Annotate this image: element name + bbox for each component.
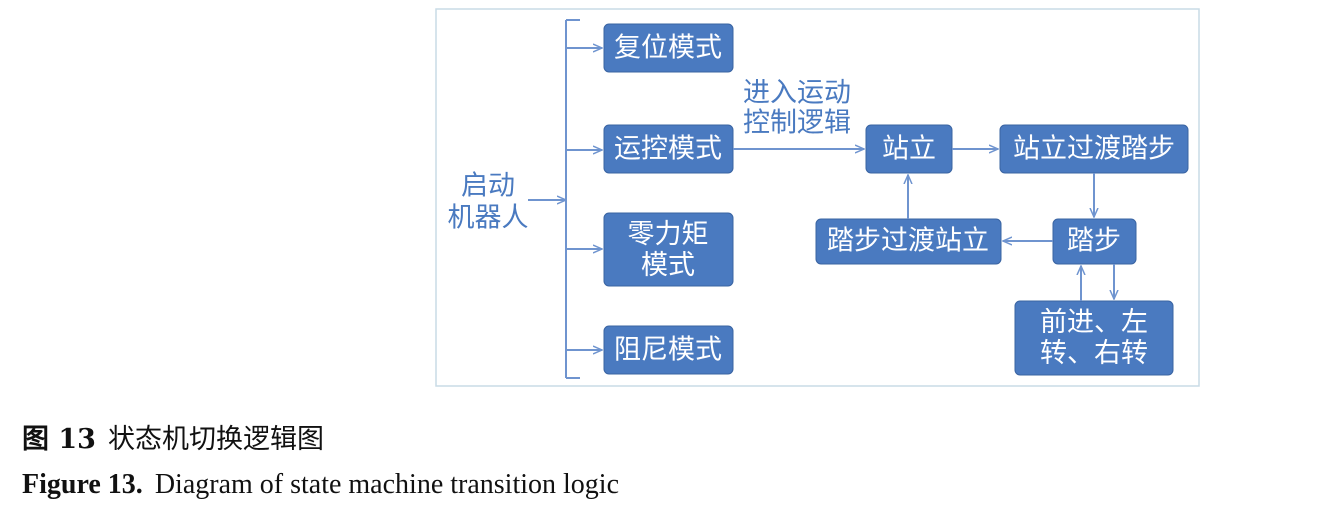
state-machine-diagram: 启动机器人 复位模式 运控模式 零力矩模式 阻尼模式 进入运动控制逻辑 站立 站… <box>435 8 1200 387</box>
label-line: 零力矩 <box>628 219 709 250</box>
figure-text-cn: 状态机切换逻辑图 <box>107 424 324 455</box>
label-line: 启动 <box>461 171 515 202</box>
zero-torque-mode-box <box>603 212 734 287</box>
step-label: 踏步 <box>1067 226 1121 257</box>
move-box <box>1014 300 1174 376</box>
label-line: 运控模式 <box>614 134 722 165</box>
label-line: 站立过渡踏步 <box>1013 134 1175 165</box>
label-line: 模式 <box>641 250 695 281</box>
figure-label-en: Figure 13. <box>22 469 143 500</box>
step-to-stand-label: 踏步过渡站立 <box>827 226 989 257</box>
move-label: 前进、左转、右转 <box>1040 307 1148 369</box>
start-label: 启动机器人 <box>448 171 529 234</box>
reset-mode-box <box>603 23 734 73</box>
damping-mode-box <box>603 325 734 375</box>
label-line: 转、右转 <box>1040 338 1148 369</box>
diagram-frame <box>435 8 1200 387</box>
damping-mode-label: 阻尼模式 <box>614 335 722 366</box>
motion-mode-label: 运控模式 <box>614 134 722 165</box>
label-line: 前进、左 <box>1040 307 1148 338</box>
figure-caption-cn: 图 13 状态机切换逻辑图 <box>22 417 324 456</box>
zero-torque-mode-label: 零力矩模式 <box>628 219 709 281</box>
label-line: 机器人 <box>448 203 529 234</box>
figure-text-en: Diagram of state machine transition logi… <box>154 469 619 500</box>
edge-label: 进入运动控制逻辑 <box>743 78 851 139</box>
reset-mode-label: 复位模式 <box>614 33 722 64</box>
label-line: 踏步 <box>1067 226 1121 257</box>
label-line: 复位模式 <box>614 33 722 64</box>
stand-label: 站立 <box>882 134 936 165</box>
figure-caption-en: Figure 13. Diagram of state machine trans… <box>22 469 619 501</box>
label-line: 阻尼模式 <box>614 335 722 366</box>
label-line: 站立 <box>882 134 936 165</box>
label-line: 进入运动 <box>743 78 851 109</box>
stand-to-step-label: 站立过渡踏步 <box>1013 134 1175 165</box>
label-line: 踏步过渡站立 <box>827 226 989 257</box>
label-line: 控制逻辑 <box>743 108 851 139</box>
figure-label-cn: 图 13 <box>22 424 96 455</box>
